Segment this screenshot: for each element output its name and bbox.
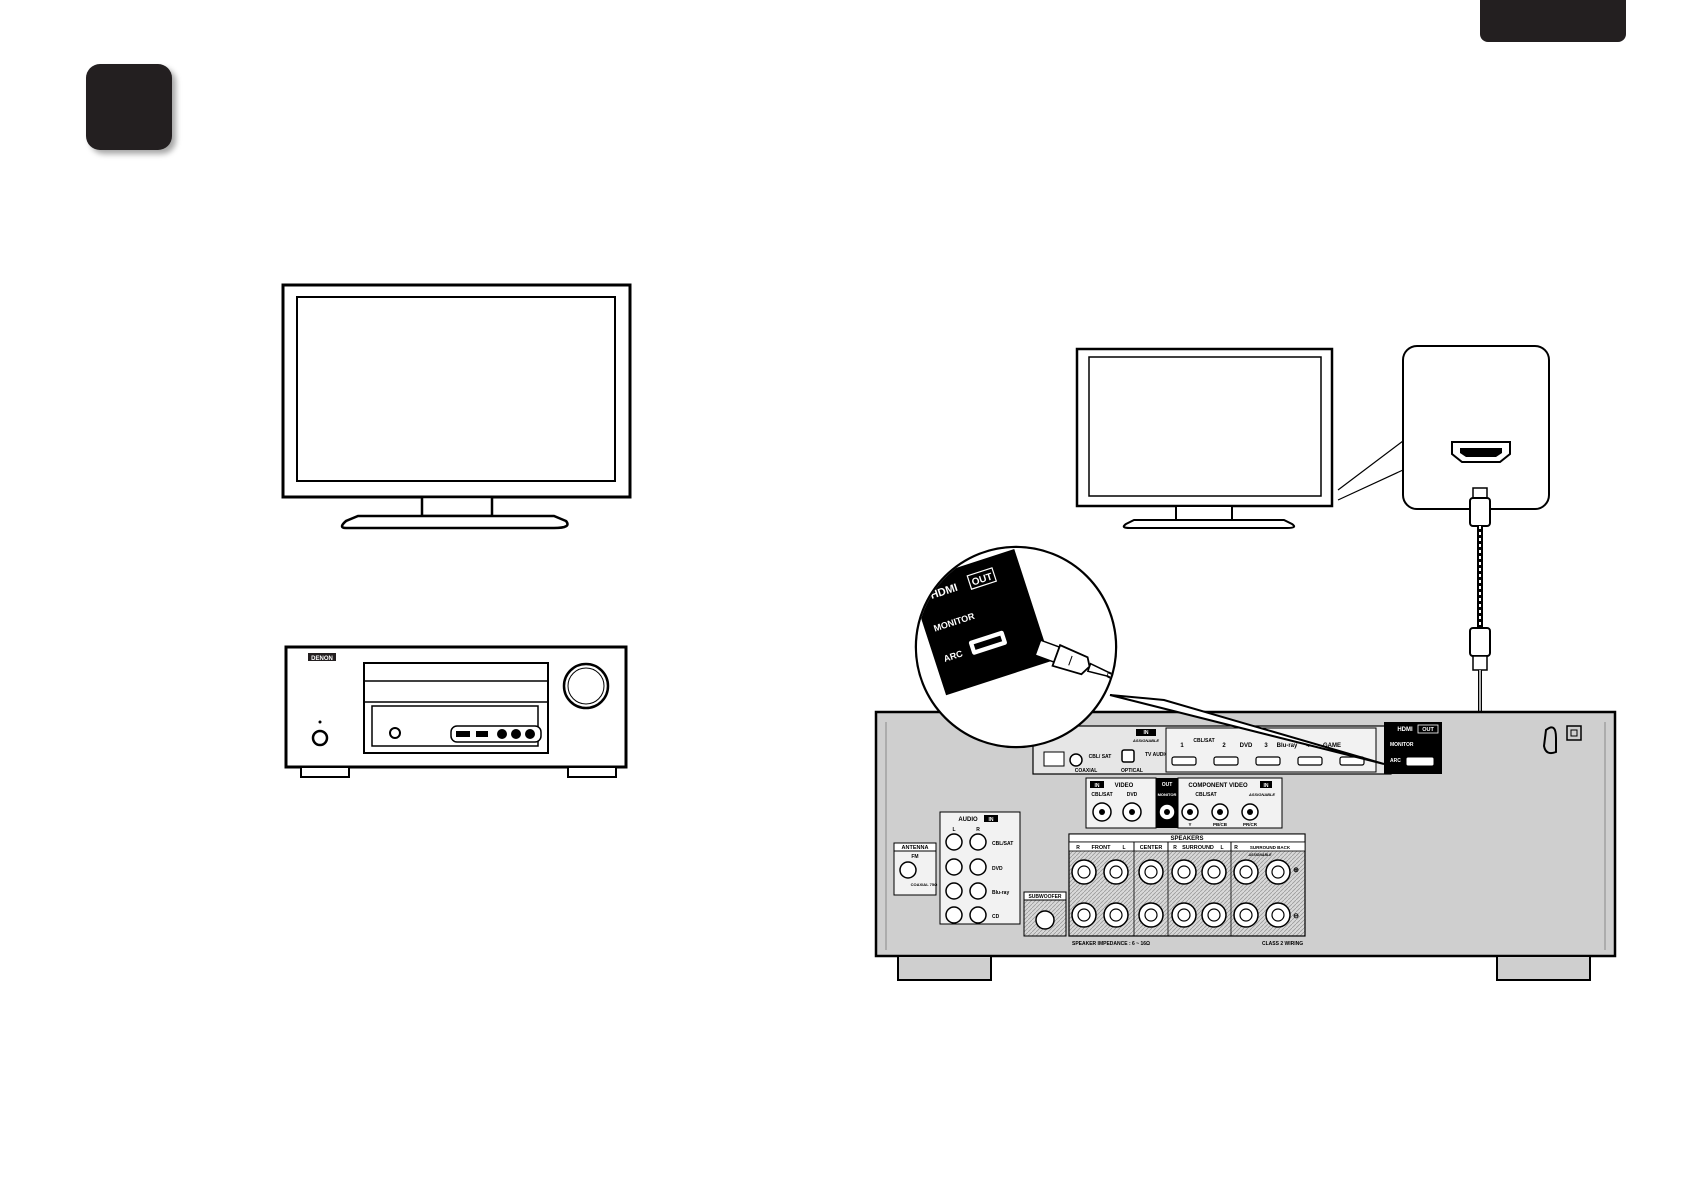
audio-bluray: Blu-ray <box>992 890 1009 896</box>
hdmi-out-out-label: OUT <box>1422 727 1434 733</box>
speakers-label: SPEAKERS <box>1170 836 1203 842</box>
front-label: FRONT <box>1092 845 1112 851</box>
surround-back-label: SURROUND BACK <box>1250 845 1291 850</box>
video-label: VIDEO <box>1115 783 1134 789</box>
hdmi-out-arc-label: ARC <box>1390 758 1401 764</box>
audio-r: R <box>976 827 980 833</box>
component-video-cbl-sat: CBL/SAT <box>1195 792 1216 798</box>
surround-back-assignable: ASSIGNABLE <box>1248 853 1273 857</box>
av-receiver-rear-panel: IN ASSIGNABLE CBL/ SAT COAXIAL TV AUDIO … <box>874 710 1617 981</box>
component-pb: PB/CB <box>1213 822 1228 827</box>
speaker-terminals <box>1071 859 1291 928</box>
double-insulation-icon <box>1566 725 1582 741</box>
subwoofer-jack-icon <box>1035 910 1055 930</box>
speaker-impedance-label: SPEAKER IMPEDANCE : 6 ~ 16Ω <box>1072 941 1150 947</box>
tv-right <box>1075 345 1550 529</box>
hdmi-out-hdmi-label: HDMI <box>1397 727 1413 733</box>
hdmi-in-ports <box>1171 756 1365 766</box>
digital-audio-cbl-sat: CBL/ SAT <box>1089 754 1112 760</box>
surround-r: R <box>1173 845 1177 851</box>
av-receiver-front: DENON <box>284 645 628 778</box>
component-video-assignable: ASSIGNABLE <box>1248 792 1276 797</box>
tv-audio-label: TV AUDIO <box>1145 752 1169 758</box>
video-out-tag: OUT <box>1162 782 1173 788</box>
video-in-tag: IN <box>1095 783 1100 789</box>
surround-l: L <box>1220 845 1223 851</box>
language-tab <box>1480 0 1626 42</box>
antenna-fm: FM <box>911 854 918 860</box>
front-r: R <box>1076 845 1080 851</box>
center-label: CENTER <box>1140 845 1163 851</box>
hdmi-in-4-label: 4 <box>1306 743 1310 749</box>
terminal-plus-icon: ⊕ <box>1293 867 1299 874</box>
tv-left <box>281 283 632 530</box>
audio-label: AUDIO <box>958 817 978 823</box>
audio-cd: CD <box>992 914 1000 920</box>
coaxial-jack-icon <box>1069 753 1083 767</box>
optical-label: OPTICAL <box>1121 768 1143 774</box>
digital-audio-in-tag: IN <box>1144 730 1149 736</box>
wireless-antenna-icon <box>1542 726 1557 755</box>
hdmi-in-game-label: GAME <box>1323 743 1341 749</box>
fm-antenna-jack-icon <box>899 861 917 879</box>
audio-dvd: DVD <box>992 866 1003 872</box>
digital-audio-assignable: ASSIGNABLE <box>1132 738 1160 743</box>
hdmi-in-2-label: 2 <box>1222 743 1226 749</box>
audio-l: L <box>952 827 955 833</box>
hdmi-in-bluray-label: Blu-ray <box>1277 743 1298 749</box>
step-number-badge <box>86 64 172 150</box>
brand-logo <box>308 653 336 661</box>
coaxial-label: COAXIAL <box>1075 768 1098 774</box>
audio-jacks <box>945 833 987 924</box>
hdmi-in-dvd-label: DVD <box>1240 743 1253 749</box>
antenna-label: ANTENNA <box>902 845 929 851</box>
front-l: L <box>1122 845 1125 851</box>
hdmi-out-port-icon <box>1405 756 1435 767</box>
terminal-minus-icon: ⊖ <box>1293 913 1299 920</box>
optical-jack-icon <box>1121 749 1135 763</box>
component-y: Y <box>1188 822 1191 827</box>
component-video-in-tag: IN <box>1264 783 1269 789</box>
subwoofer-label: SUBWOOFER <box>1028 894 1061 900</box>
hdmi-in-3-label: 3 <box>1264 743 1268 749</box>
surround-back-r: R <box>1234 845 1238 851</box>
audio-in-tag: IN <box>989 817 994 823</box>
video-cbl-sat: CBL/SAT <box>1091 792 1112 798</box>
video-monitor: MONITOR <box>1158 792 1177 797</box>
hdmi-out-callout: HDMI OUT MONITOR ARC <box>914 545 1385 765</box>
class2-wiring-label: CLASS 2 WIRING <box>1262 941 1303 947</box>
surround-label: SURROUND <box>1182 845 1214 851</box>
setup-mic-jack-icon <box>389 727 401 739</box>
antenna-coax: COAXIAL 75Ω <box>911 882 938 887</box>
component-pr: PR/CR <box>1243 822 1258 827</box>
brand-logo-text: DENON <box>311 656 333 662</box>
component-video-label: COMPONENT VIDEO <box>1188 783 1248 789</box>
hdmi-in-1-label: 1 <box>1180 743 1184 749</box>
hdmi-in-cbl-sat: CBL/SAT <box>1193 738 1214 744</box>
audio-cbl-sat: CBL/SAT <box>992 841 1013 847</box>
hdmi-out-monitor-label: MONITOR <box>1390 742 1414 748</box>
video-dvd: DVD <box>1127 792 1138 798</box>
power-button-icon <box>311 729 329 747</box>
